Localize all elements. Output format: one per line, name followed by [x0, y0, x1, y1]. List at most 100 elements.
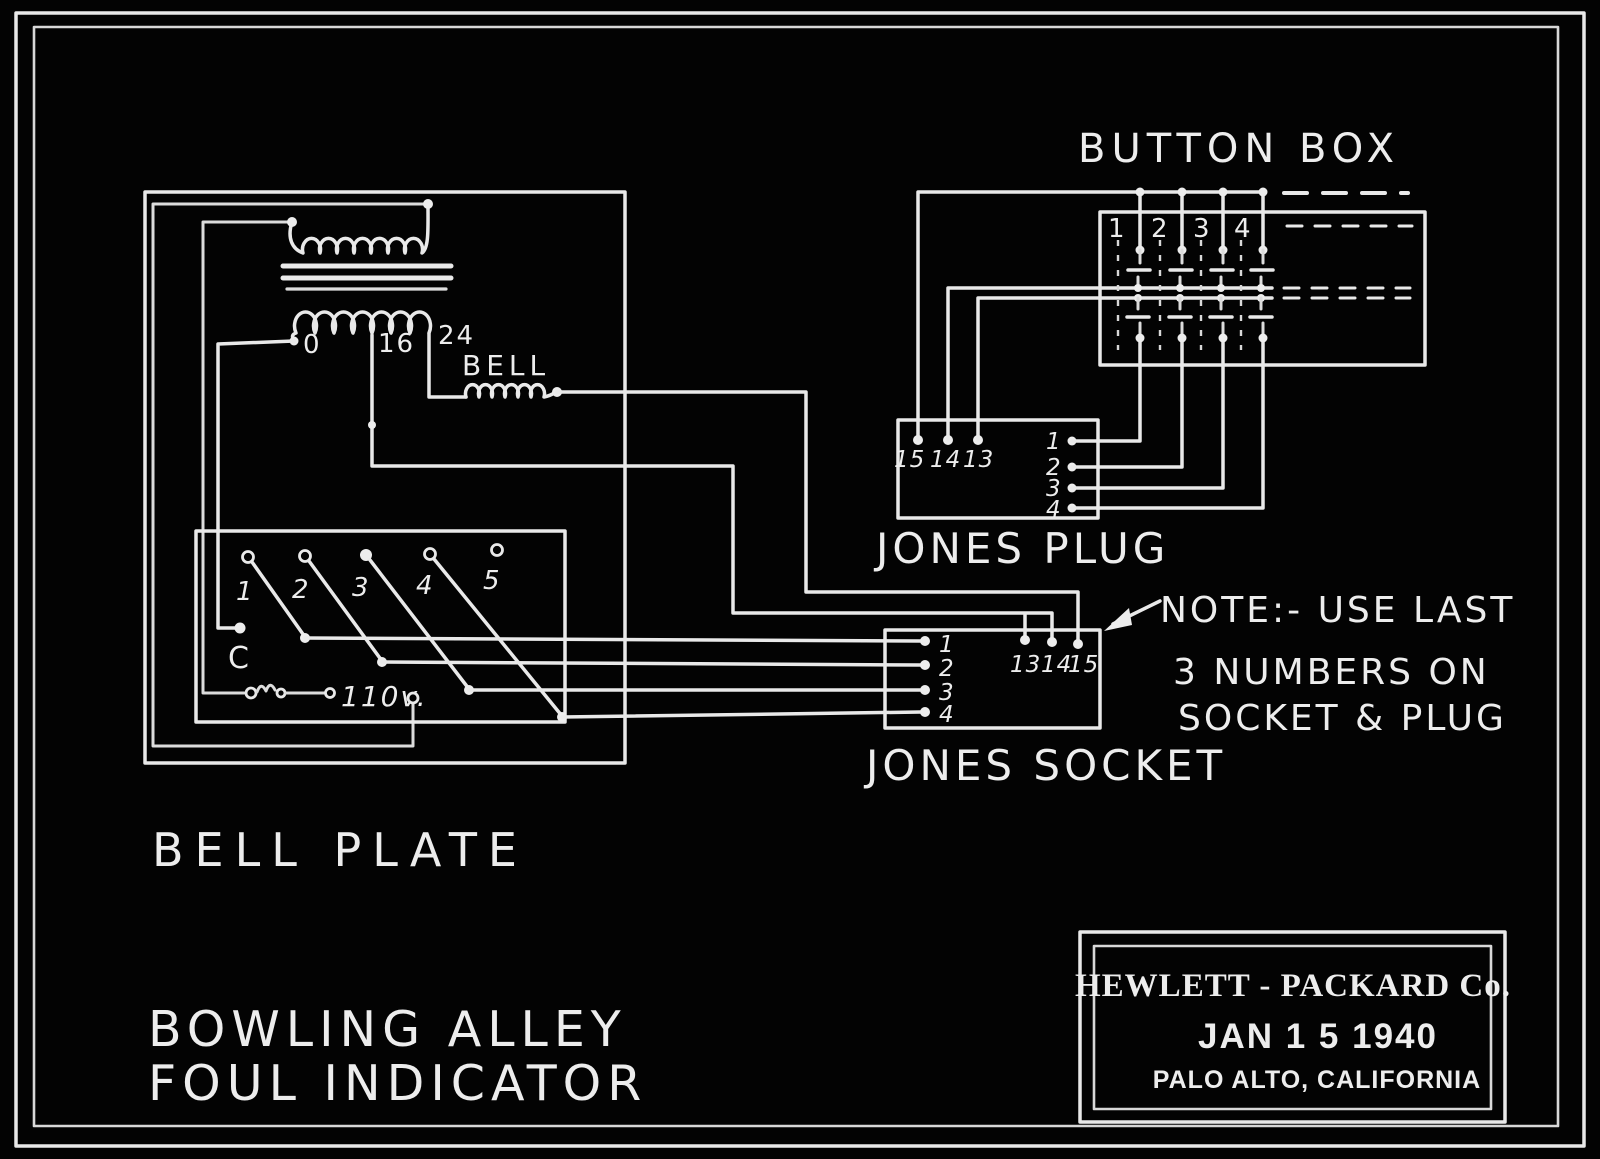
plug-side-2-label: 2 — [1046, 455, 1062, 481]
button-column-3 — [1199, 187, 1235, 350]
location-line: PALO ALTO, CALIFORNIA — [1153, 1066, 1481, 1094]
contact-2-label: 2 — [292, 575, 311, 605]
column-4-label: 4 — [1234, 214, 1253, 244]
alley-selector: 1 2 3 4 5 C 110v. — [194, 529, 923, 724]
plug15-to-buttonbox-rail — [916, 190, 1265, 442]
note: NOTE:- USE LAST 3 NUMBERS ON SOCKET & PL… — [1104, 590, 1515, 739]
transformer: 0 16 24 — [216, 199, 1054, 642]
button-box: BUTTON BOX 1 2 3 4 — [1078, 126, 1427, 367]
mains-terminal-c — [324, 687, 336, 699]
common-terminal — [234, 622, 246, 634]
arm-2 — [307, 559, 384, 663]
title-block: HEWLETT - PACKARD Co. JAN 1 5 1940 PALO … — [1075, 930, 1511, 1124]
socket-pin-3-label: 3 — [939, 680, 955, 706]
jones-socket-title: JONES SOCKET — [863, 741, 1226, 790]
inner-border — [32, 25, 1560, 1128]
plug-pin-13-label: 13 — [963, 447, 994, 473]
mains-terminal-b — [275, 687, 287, 699]
contact-2 — [298, 549, 312, 563]
socket-pin-4-label: 4 — [939, 702, 955, 728]
contact-1 — [241, 550, 255, 564]
socket-pin-15-label: 15 — [1068, 652, 1099, 678]
company-name: HEWLETT - PACKARD Co. — [1075, 968, 1511, 1004]
plug14-rail — [946, 286, 1274, 442]
button-box-title: BUTTON BOX — [1078, 126, 1400, 172]
jones-socket-box — [883, 628, 1102, 730]
note-arrow-head — [1104, 608, 1132, 631]
plug13-rail — [976, 296, 1274, 442]
jones-plug: 15 14 13 1 2 3 4 JONES PLUG — [873, 190, 1274, 573]
socket-pin-1-label: 1 — [939, 632, 955, 658]
date-stamp: JAN 1 5 1940 — [1198, 1017, 1438, 1056]
tap-16-wire-dot — [368, 421, 376, 429]
socket-pin-14-label: 14 — [1041, 652, 1072, 678]
outer-border — [14, 11, 1586, 1148]
primary-coil — [288, 204, 430, 255]
tap-24-wire — [427, 332, 468, 399]
contact-3-label: 3 — [352, 573, 371, 603]
tap-24-label: 24 — [438, 321, 475, 351]
bus-wire-4 — [560, 710, 923, 719]
socket-pin-2-label: 2 — [939, 656, 955, 682]
bell-plate-enclosure — [143, 190, 627, 765]
note-line-3: SOCKET & PLUG — [1178, 698, 1507, 739]
plug3-to-button3 — [1070, 338, 1225, 490]
column-2-label: 2 — [1151, 214, 1170, 244]
drawing-title-line1: BOWLING ALLEY — [148, 1001, 627, 1058]
tap-16-wire — [370, 333, 1054, 642]
bell-to-socket-wire — [555, 390, 1080, 642]
button-column-1 — [1116, 187, 1152, 350]
socket-pin-4 — [920, 707, 930, 717]
drawing-title-line2: FOUL INDICATOR — [148, 1055, 647, 1112]
jones-plug-title: JONES PLUG — [873, 524, 1169, 573]
primary-left-junction — [287, 217, 297, 227]
column-3-label: 3 — [1193, 214, 1212, 244]
bus-wire-1 — [303, 636, 923, 643]
note-line-1: NOTE:- USE LAST — [1160, 590, 1515, 631]
mains-terminal-d — [406, 691, 420, 705]
contact-5-label: 5 — [483, 566, 502, 596]
contact-5 — [490, 543, 504, 557]
contact-4-label: 4 — [416, 571, 435, 601]
plug1-to-button1 — [1070, 338, 1142, 443]
selector-box — [194, 529, 567, 724]
socket-pin-13 — [1020, 635, 1030, 645]
tap-0-label: 0 — [303, 330, 322, 360]
column-1-label: 1 — [1108, 214, 1127, 244]
plug-pin-14-label: 14 — [930, 447, 961, 473]
socket-pin-14 — [1047, 637, 1057, 647]
supply-return-wire — [151, 202, 430, 748]
bell-plate-caption: BELL PLATE — [152, 823, 528, 877]
cord-squiggle — [255, 683, 277, 694]
plug-side-4-label: 4 — [1046, 497, 1062, 523]
arm-1 — [250, 560, 307, 639]
bell: BELL — [462, 349, 1080, 642]
button-column-4 — [1239, 187, 1275, 350]
button-column-2 — [1158, 187, 1194, 350]
jones-plug-box — [896, 418, 1100, 520]
tap-16-label: 16 — [378, 329, 415, 359]
bus-wire-2 — [380, 660, 923, 667]
socket-pin-1 — [920, 636, 930, 646]
contact-4 — [423, 547, 437, 561]
plug2-to-button2 — [1070, 338, 1184, 469]
contact-1-label: 1 — [236, 577, 255, 607]
contact-3 — [360, 549, 372, 561]
socket-pin-15 — [1073, 639, 1083, 649]
primary-right-junction — [423, 199, 433, 209]
socket-pin-13-label: 13 — [1010, 652, 1041, 678]
jones-socket: 1 2 3 4 13 14 15 JONES SOCKET — [863, 628, 1226, 790]
page-border — [14, 11, 1586, 1148]
plug-side-3-label: 3 — [1046, 476, 1062, 502]
title-block-inner — [1092, 944, 1493, 1111]
socket-pin-2 — [920, 660, 930, 670]
plug4-to-button4 — [1070, 338, 1265, 510]
tap-0-wire — [216, 339, 296, 630]
bell-plate-box — [143, 190, 627, 765]
mains-terminal-a — [244, 686, 258, 700]
supply-feed-wire — [201, 220, 294, 695]
arm-3 — [368, 558, 471, 691]
title-block-outer — [1078, 930, 1507, 1124]
